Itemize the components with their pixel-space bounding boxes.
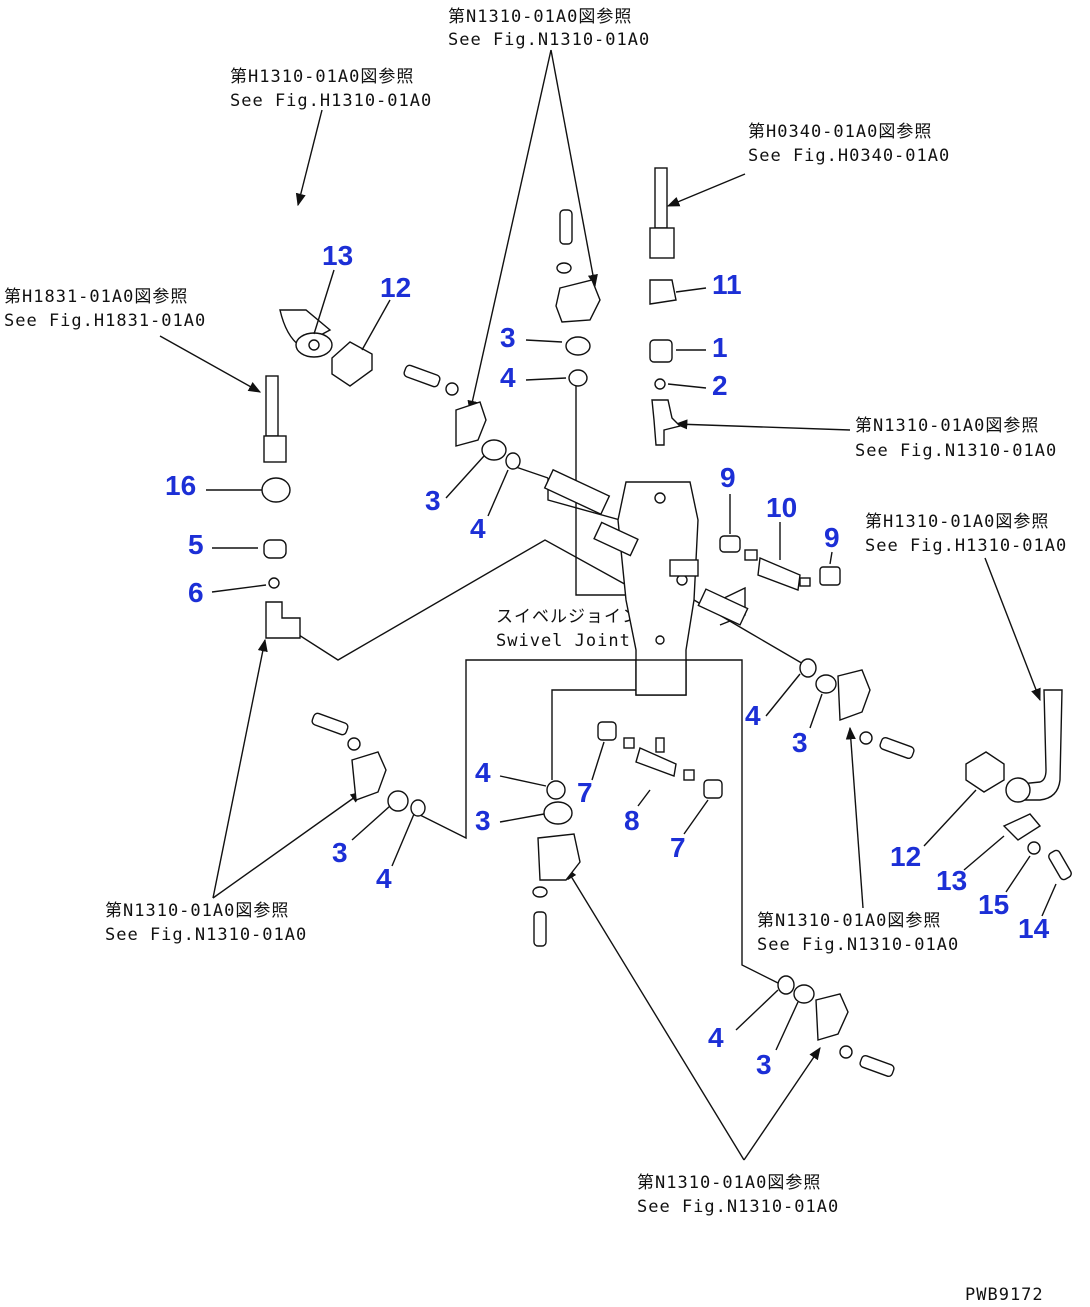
- svg-text:3: 3: [475, 805, 491, 836]
- svg-text:See Fig.N1310-01A0: See Fig.N1310-01A0: [637, 1197, 839, 1217]
- ref-top-center: 第N1310-01A0図参照 See Fig.N1310-01A0: [448, 7, 650, 50]
- ref-top-right: 第H0340-01A0図参照 See Fig.H0340-01A0: [748, 122, 950, 166]
- svg-text:3: 3: [332, 837, 348, 868]
- svg-text:15: 15: [978, 889, 1009, 920]
- swivel-joint: [543, 468, 749, 696]
- number-leaders: [206, 269, 1057, 1051]
- flange-left-lower: [311, 712, 426, 817]
- svg-text:第N1310-01A0図参照: 第N1310-01A0図参照: [757, 911, 941, 931]
- swivel-joint-label: スイベルジョイント Swivel Joint: [496, 607, 658, 651]
- svg-text:4: 4: [475, 757, 491, 788]
- svg-text:7: 7: [577, 777, 593, 808]
- svg-text:第N1310-01A0図参照: 第N1310-01A0図参照: [855, 416, 1039, 436]
- svg-text:Swivel Joint: Swivel Joint: [496, 631, 631, 651]
- svg-text:13: 13: [322, 240, 353, 271]
- svg-text:10: 10: [766, 492, 797, 523]
- flange-lower-right: [777, 975, 895, 1078]
- svg-text:See Fig.N1310-01A0: See Fig.N1310-01A0: [855, 441, 1057, 461]
- svg-text:第H1310-01A0図参照: 第H1310-01A0図参照: [865, 512, 1049, 532]
- ref-bottom-left: 第N1310-01A0図参照 See Fig.N1310-01A0: [105, 901, 307, 945]
- svg-text:See Fig.N1310-01A0: See Fig.N1310-01A0: [448, 30, 650, 50]
- part-7-8-tee: [597, 721, 723, 799]
- svg-text:4: 4: [708, 1022, 724, 1053]
- part-9-10-tee: [719, 535, 841, 591]
- svg-text:1: 1: [712, 332, 728, 363]
- svg-text:7: 7: [670, 832, 686, 863]
- drawing-code: PWB9172: [965, 1285, 1044, 1305]
- svg-text:14: 14: [1018, 913, 1050, 944]
- adapter-upper-right: [651, 399, 682, 446]
- part-13-14-15-right: [1002, 813, 1072, 881]
- svg-text:4: 4: [745, 700, 761, 731]
- ref-left: 第H1831-01A0図参照 See Fig.H1831-01A0: [4, 287, 206, 331]
- part-1-nut: [649, 339, 673, 363]
- svg-text:See Fig.H1831-01A0: See Fig.H1831-01A0: [4, 311, 206, 331]
- part-2-seal: [654, 378, 666, 390]
- svg-text:4: 4: [500, 362, 516, 393]
- ref-bottom-center: 第N1310-01A0図参照 See Fig.N1310-01A0: [637, 1173, 839, 1217]
- flange-right-mid: [799, 658, 915, 760]
- svg-text:See Fig.N1310-01A0: See Fig.N1310-01A0: [757, 935, 959, 955]
- svg-text:第H1310-01A0図参照: 第H1310-01A0図参照: [230, 67, 414, 87]
- svg-text:第N1310-01A0図参照: 第N1310-01A0図参照: [637, 1173, 821, 1193]
- svg-text:8: 8: [624, 805, 640, 836]
- ref-bottom-right: 第N1310-01A0図参照 See Fig.N1310-01A0: [757, 911, 959, 955]
- part-number-labels: 13 12 16 5 6 3 4 3 4 11 1 2 9 10 9 4 3 4…: [165, 240, 1050, 1080]
- svg-text:9: 9: [824, 522, 840, 553]
- part-16-hose-upper: [261, 375, 291, 503]
- svg-text:2: 2: [712, 370, 728, 401]
- svg-text:13: 13: [936, 865, 967, 896]
- svg-text:11: 11: [712, 269, 742, 300]
- leader-lines: [159, 49, 1041, 1161]
- part-5-6-elbow: [263, 539, 301, 639]
- svg-text:See Fig.H0340-01A0: See Fig.H0340-01A0: [748, 146, 950, 166]
- svg-text:6: 6: [188, 577, 204, 608]
- svg-text:3: 3: [425, 485, 441, 516]
- svg-text:第N1310-01A0図参照: 第N1310-01A0図参照: [105, 901, 289, 921]
- svg-text:3: 3: [792, 727, 808, 758]
- flange-center-lower: [532, 780, 581, 947]
- svg-text:3: 3: [756, 1049, 772, 1080]
- svg-text:See Fig.N1310-01A0: See Fig.N1310-01A0: [105, 925, 307, 945]
- svg-text:12: 12: [380, 272, 411, 303]
- svg-text:12: 12: [890, 841, 921, 872]
- svg-text:第H0340-01A0図参照: 第H0340-01A0図参照: [748, 122, 932, 142]
- ref-top-left: 第H1310-01A0図参照 See Fig.H1310-01A0: [230, 67, 432, 111]
- svg-text:5: 5: [188, 529, 204, 560]
- svg-text:4: 4: [376, 863, 392, 894]
- bolt-upper-left: [403, 364, 521, 470]
- part-11-hose-upper-right: [649, 167, 677, 305]
- oring-3-upper: [565, 336, 591, 387]
- ref-right-upper: 第H1310-01A0図参照 See Fig.H1310-01A0: [865, 512, 1067, 556]
- ref-right-mid: 第N1310-01A0図参照 See Fig.N1310-01A0: [855, 416, 1057, 461]
- hose-right: [1005, 689, 1063, 803]
- svg-text:第N1310-01A0図参照: 第N1310-01A0図参照: [448, 7, 632, 27]
- svg-text:16: 16: [165, 470, 196, 501]
- part-12-block-upper: [331, 341, 373, 387]
- svg-text:スイベルジョイント: スイベルジョイント: [496, 607, 658, 627]
- svg-text:4: 4: [470, 513, 486, 544]
- part-12-block-right: [965, 751, 1005, 793]
- svg-text:第H1831-01A0図参照: 第H1831-01A0図参照: [4, 287, 188, 307]
- svg-text:See Fig.H1310-01A0: See Fig.H1310-01A0: [865, 536, 1067, 556]
- bolt-upper-center: [555, 209, 601, 323]
- svg-text:See Fig.H1310-01A0: See Fig.H1310-01A0: [230, 91, 432, 111]
- svg-text:9: 9: [720, 462, 736, 493]
- part-13-flange-upper: [279, 309, 333, 358]
- svg-text:3: 3: [500, 322, 516, 353]
